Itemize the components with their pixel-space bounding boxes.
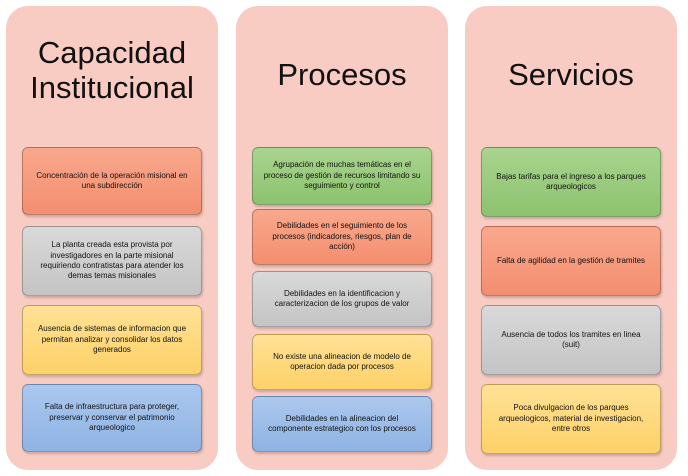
- card-concentracion-operacion: Concentración de la operación misional e…: [22, 147, 202, 215]
- card-ausencia-tramites: Ausencia de todos los tramites en linea …: [481, 305, 661, 375]
- card-alineacion-estrategica: Debilidades en la alineacion del compone…: [252, 396, 432, 452]
- card-agrupacion-tematicas: Agrupación de muchas temáticas en el pro…: [252, 147, 432, 205]
- card-debilidades-seguimiento: Debilidades en el seguimiento de los pro…: [252, 209, 432, 265]
- column-procesos: Procesos Agrupación de muchas temáticas …: [236, 6, 448, 470]
- card-alineacion-modelo: No existe una alineacion de modelo de op…: [252, 334, 432, 390]
- card-ausencia-sistemas: Ausencia de sistemas de informacion que …: [22, 305, 202, 375]
- column-title: Procesos: [277, 57, 407, 92]
- column-title: Servicios: [508, 57, 634, 92]
- card-poca-divulgacion: Poca divulgacion de los parques arqueolo…: [481, 384, 661, 454]
- card-falta-agilidad: Falta de agilidad en la gestión de trami…: [481, 226, 661, 296]
- column-title: Capacidad Institucional: [30, 35, 194, 105]
- card-planta-investigadores: La planta creada esta provista por inves…: [22, 226, 202, 296]
- card-bajas-tarifas: Bajas tarifas para el ingreso a los parq…: [481, 147, 661, 217]
- column-servicios: Servicios Bajas tarifas para el ingreso …: [465, 6, 677, 470]
- card-falta-infraestructura: Falta de infraestructura para proteger, …: [22, 384, 202, 452]
- card-debilidades-identificacion: Debilidades en la identificacion y carac…: [252, 271, 432, 327]
- column-capacidad-institucional: Capacidad Institucional Concentración de…: [6, 6, 218, 470]
